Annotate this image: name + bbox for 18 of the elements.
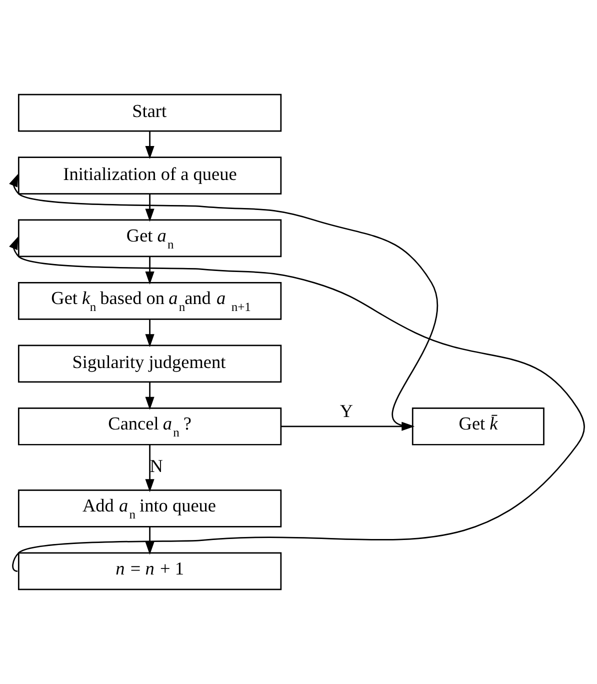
arrow <box>145 131 154 160</box>
arrow <box>145 526 154 555</box>
node-box: n = n + 1 <box>18 552 282 590</box>
node-box: Get k$_{n}$ based on a$_{n}$and a $_{n+1}$ <box>18 282 282 320</box>
arrow <box>145 194 154 222</box>
node-box: Cancel a$_{n}$ ? <box>18 407 282 446</box>
arrow <box>145 319 154 348</box>
edge-label: Y <box>340 401 354 422</box>
node-box: Start <box>18 94 282 132</box>
arrow <box>145 382 154 410</box>
arrow <box>145 256 154 284</box>
node-box: Get k̄ <box>412 407 544 446</box>
node-box: Initialization of a queue <box>18 156 282 194</box>
node-box: Get a$_{n}$ <box>18 219 282 258</box>
arrow <box>9 174 438 428</box>
node-box: Add a$_{n}$ into queue <box>18 490 282 528</box>
arrow <box>145 444 154 492</box>
node-box: Sigularity judgement <box>18 344 282 383</box>
